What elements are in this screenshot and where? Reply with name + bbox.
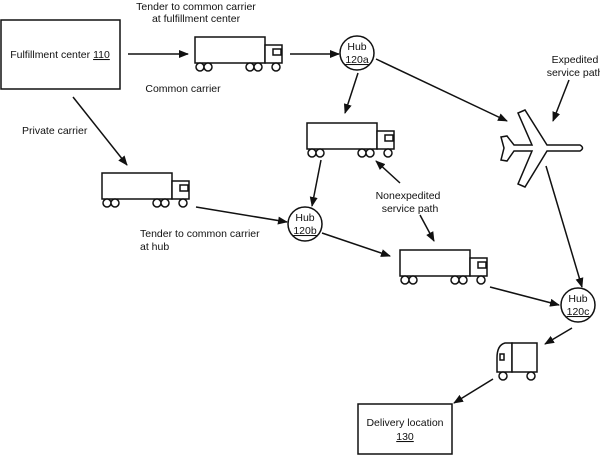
arrow: [420, 215, 434, 241]
delivery-location-box: Delivery location 130: [358, 404, 452, 454]
delivery-location-label: Delivery location: [366, 417, 443, 429]
arrow: [454, 379, 493, 403]
hub-label: Hub: [568, 293, 587, 305]
arrow: [553, 80, 569, 121]
fulfillment-center-label: Fulfillment center: [10, 49, 93, 61]
tender-hub-label-2: at hub: [140, 241, 169, 253]
delivery-van-icon: [497, 343, 537, 380]
hub-120b: Hub 120b: [288, 207, 322, 241]
hub-120c: Hub 120c: [561, 288, 595, 322]
hub-ref: 120a: [345, 54, 369, 66]
truck-icon: [400, 250, 487, 284]
arrow: [345, 73, 358, 113]
fulfillment-center-ref: 110: [93, 49, 110, 61]
truck-icon: [307, 123, 394, 157]
arrow: [545, 328, 572, 344]
hub-ref: 120b: [293, 225, 317, 237]
truck-icon: [195, 37, 282, 71]
fulfillment-center-box: Fulfillment center 110: [1, 20, 120, 89]
hub-120a: Hub 120a: [340, 36, 374, 70]
arrow: [196, 207, 287, 222]
tender-hub-label-1: Tender to common carrier: [140, 228, 260, 240]
arrow: [490, 287, 559, 305]
expedited-label-1: Expedited: [552, 54, 599, 66]
expedited-label-2: service path: [547, 67, 600, 79]
tender-fc-label-2: at fulfillment center: [152, 13, 241, 25]
private-carrier-label: Private carrier: [22, 125, 88, 137]
arrow: [376, 59, 507, 121]
hub-label: Hub: [295, 212, 314, 224]
tender-fc-label-1: Tender to common carrier: [136, 1, 256, 13]
hub-label: Hub: [347, 41, 366, 53]
arrow: [546, 166, 582, 287]
nonexpedited-label-2: service path: [382, 203, 439, 215]
delivery-location-ref: 130: [396, 431, 414, 443]
arrow: [312, 160, 321, 206]
airplane-icon: [501, 110, 583, 187]
nonexpedited-label-1: Nonexpedited: [376, 190, 441, 202]
truck-icon: [102, 173, 189, 207]
svg-text:Fulfillment center 110: Fulfillment center 110: [10, 49, 110, 61]
arrow: [376, 161, 400, 183]
common-carrier-label: Common carrier: [145, 83, 221, 95]
arrow: [322, 233, 390, 256]
hub-ref: 120c: [567, 306, 590, 318]
